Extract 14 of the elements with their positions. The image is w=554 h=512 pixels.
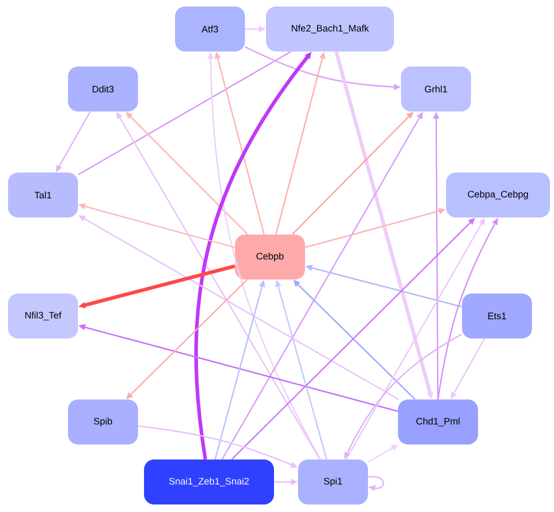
gene-box: Cebpb xyxy=(235,234,305,280)
arrow xyxy=(368,476,384,492)
gene-box: Snai1_Zeb1_Snai2 xyxy=(144,460,274,504)
gene-box: Cebpa_Cebpg xyxy=(446,172,550,218)
gene-box: Nfil3_Tef xyxy=(8,294,78,338)
gene-box: Atf3 xyxy=(175,6,245,52)
gene-box: Tal1 xyxy=(8,172,78,218)
gene-box: Spib xyxy=(68,400,138,444)
gene-box: Ddit3 xyxy=(68,66,138,112)
gene-box: Chd1_Pml xyxy=(398,400,478,444)
gene-box: Grhl1 xyxy=(401,66,471,112)
gene-box: Nfe2_Bach1_Mafk xyxy=(266,6,394,52)
gene-box: Ets1 xyxy=(462,294,532,338)
gene-box: Spi1 xyxy=(298,460,368,504)
